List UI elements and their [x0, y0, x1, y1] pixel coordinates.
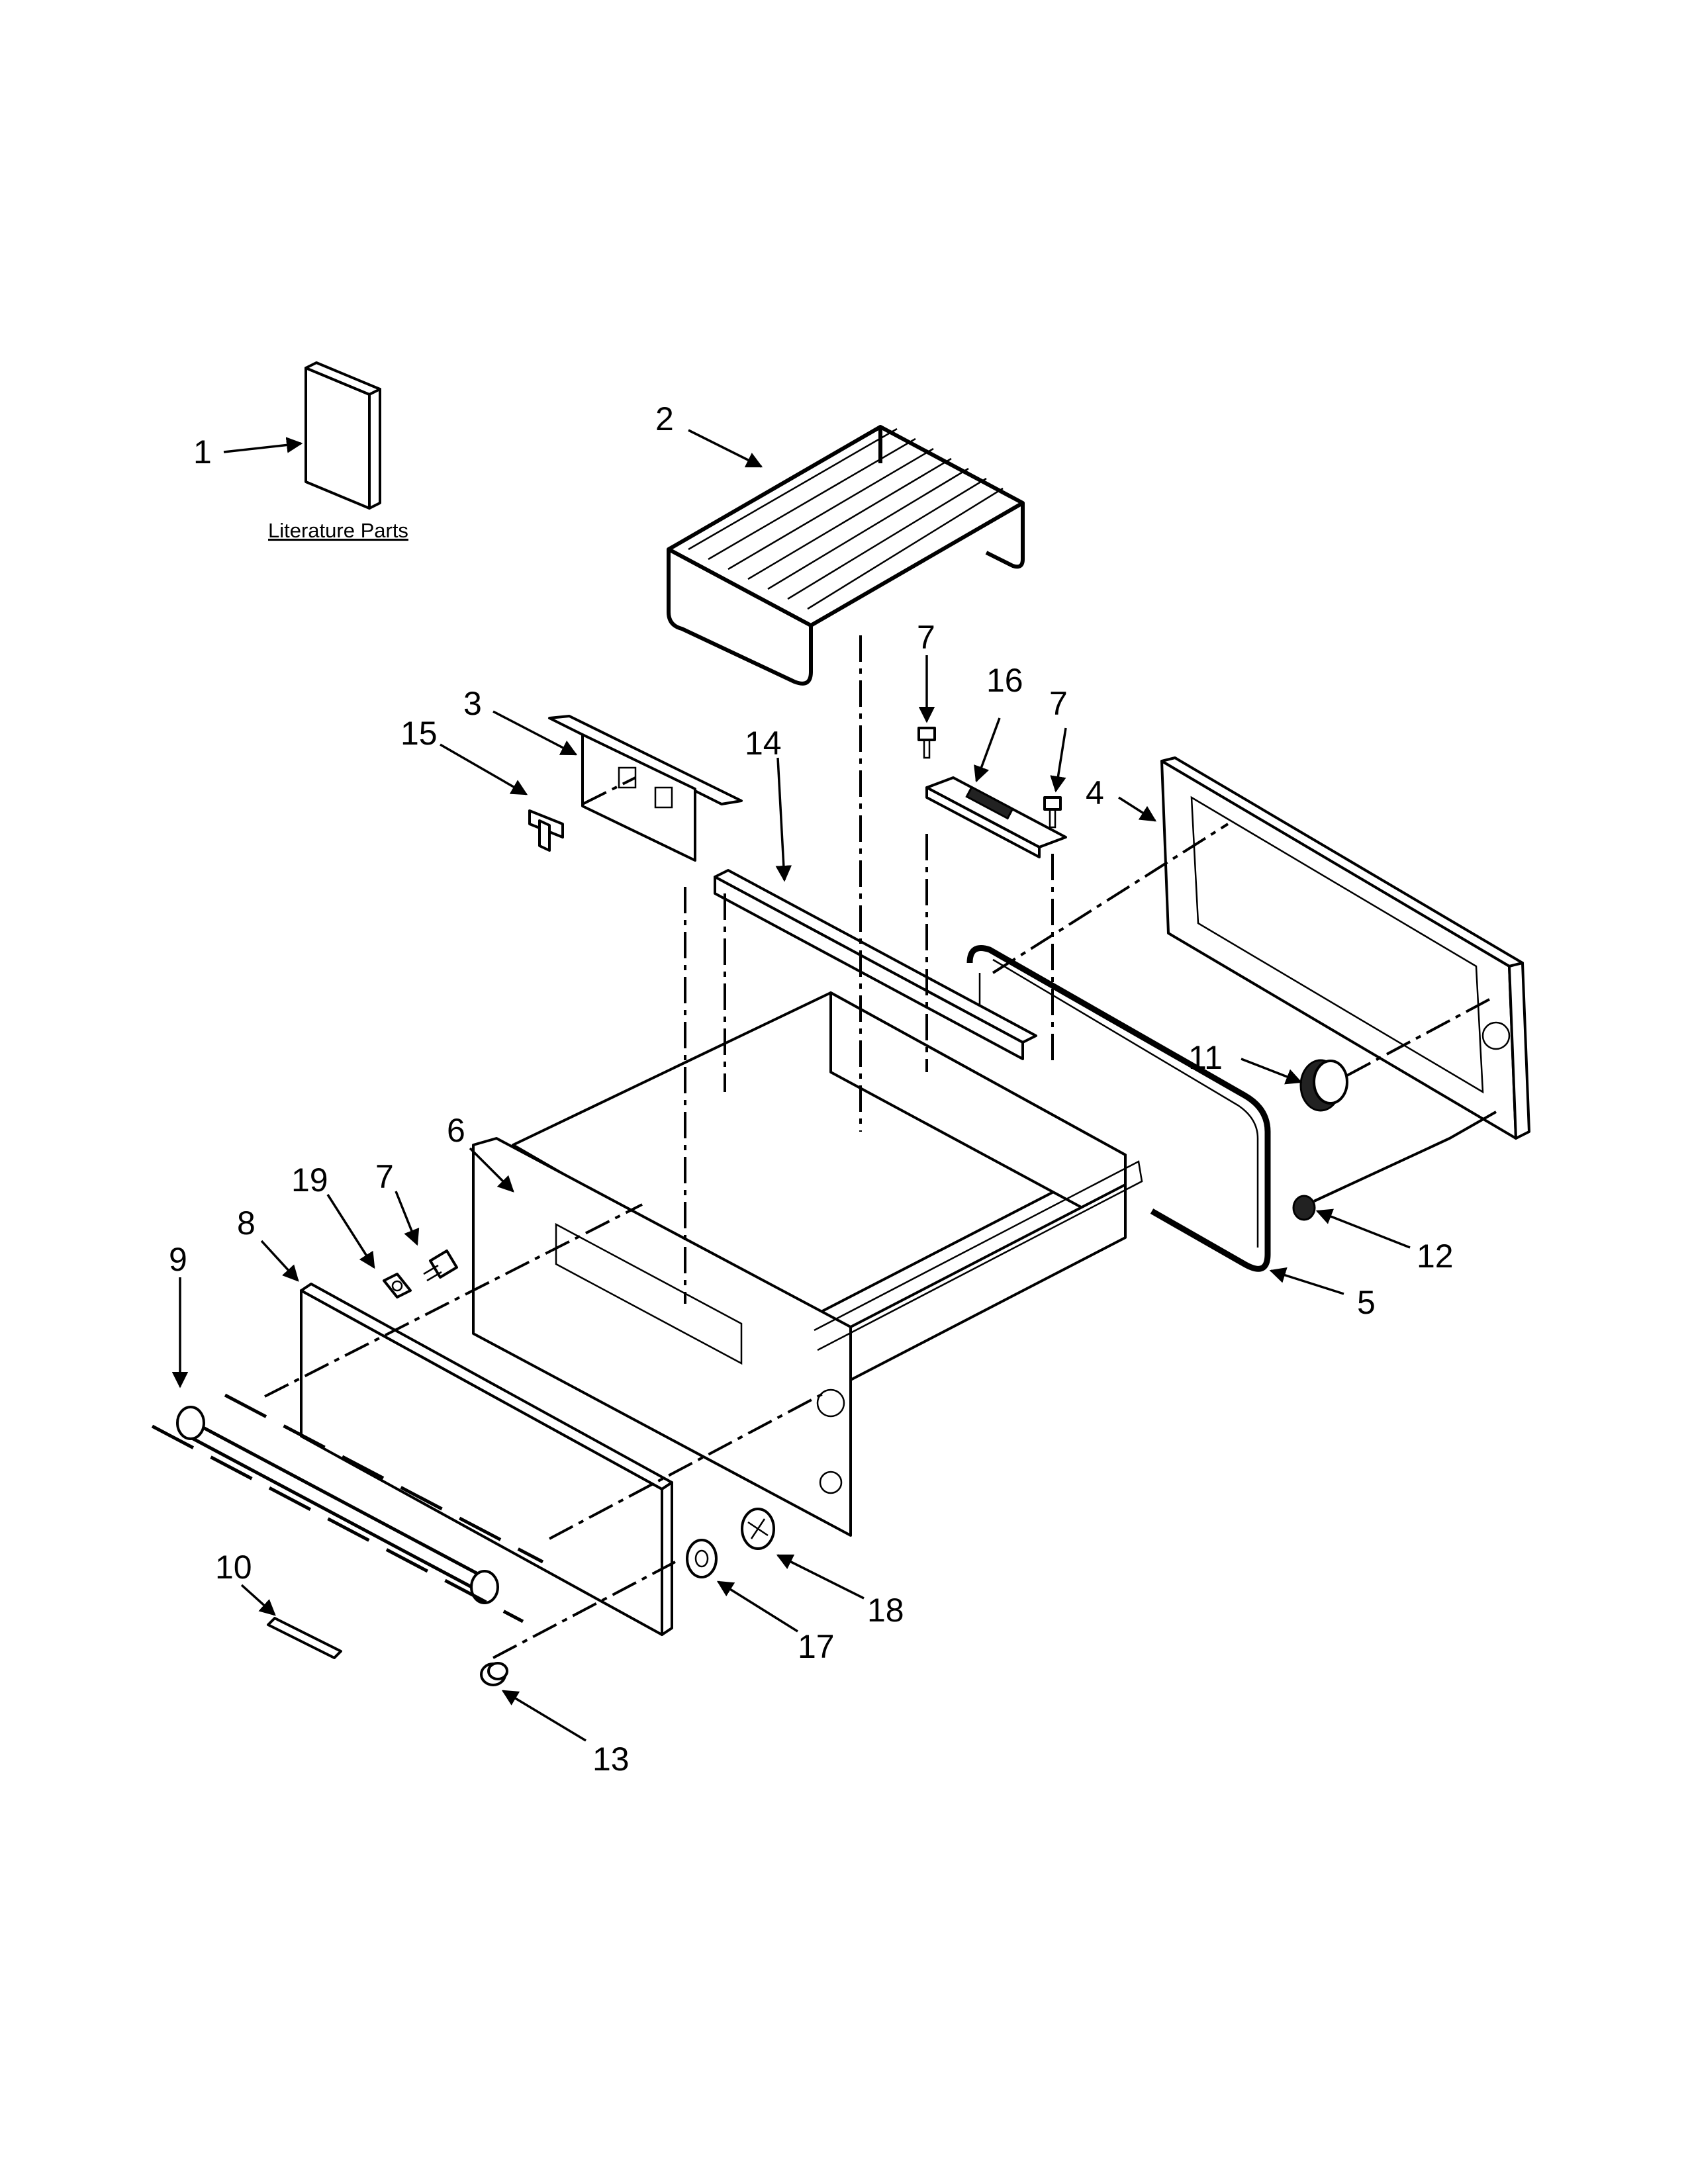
bracket	[548, 715, 743, 862]
back-panel	[1160, 756, 1530, 1140]
callout-10: 10	[215, 1549, 252, 1586]
screw	[1043, 796, 1062, 829]
latch-bracket	[925, 776, 1067, 858]
callout-17: 17	[798, 1628, 835, 1665]
callout-2: 2	[655, 400, 674, 437]
callout-18: 18	[867, 1592, 904, 1629]
callout-16: 16	[986, 662, 1023, 699]
door-handle	[151, 1393, 544, 1623]
washer-plate	[383, 1273, 412, 1298]
plug-button	[480, 1662, 508, 1686]
leader-lines	[171, 429, 1411, 1742]
screw	[917, 727, 936, 759]
callout-9: 9	[169, 1241, 187, 1278]
screw	[423, 1250, 458, 1282]
nameplate-badge	[267, 1617, 342, 1659]
drawer-box	[472, 991, 1143, 1537]
sensor-probe	[1292, 1111, 1497, 1221]
callout-15: 15	[400, 715, 438, 752]
oven-rack	[667, 425, 1025, 686]
callout-7a: 7	[917, 619, 935, 656]
callout-4: 4	[1086, 774, 1104, 811]
callout-8: 8	[237, 1205, 256, 1242]
callout-1: 1	[193, 433, 212, 471]
callout-5: 5	[1357, 1284, 1376, 1321]
callout-7b: 7	[1049, 685, 1068, 722]
door-gasket	[966, 945, 1271, 1272]
callout-7c: 7	[375, 1158, 394, 1195]
clip	[528, 809, 564, 852]
callout-11: 11	[1188, 1039, 1223, 1076]
literature-parts-caption: Literature Parts	[268, 519, 408, 542]
literature-booklet	[305, 361, 381, 510]
callout-3: 3	[463, 685, 482, 722]
callout-19: 19	[291, 1161, 328, 1199]
roller-wheel	[686, 1539, 718, 1578]
seal-strip	[714, 869, 1037, 1060]
roller-bracket	[741, 1508, 775, 1550]
callout-12: 12	[1417, 1238, 1454, 1275]
assembly-guide-lines	[264, 635, 1490, 1659]
callout-labels: 1 2 3 4 5 6 7 7 7 8 9 10 11 12 13 14 15 …	[169, 400, 1454, 1778]
callout-6: 6	[447, 1112, 465, 1149]
door-panel	[300, 1283, 673, 1636]
callout-13: 13	[592, 1741, 630, 1778]
callout-14: 14	[745, 725, 782, 762]
control-knob	[1299, 1059, 1348, 1112]
